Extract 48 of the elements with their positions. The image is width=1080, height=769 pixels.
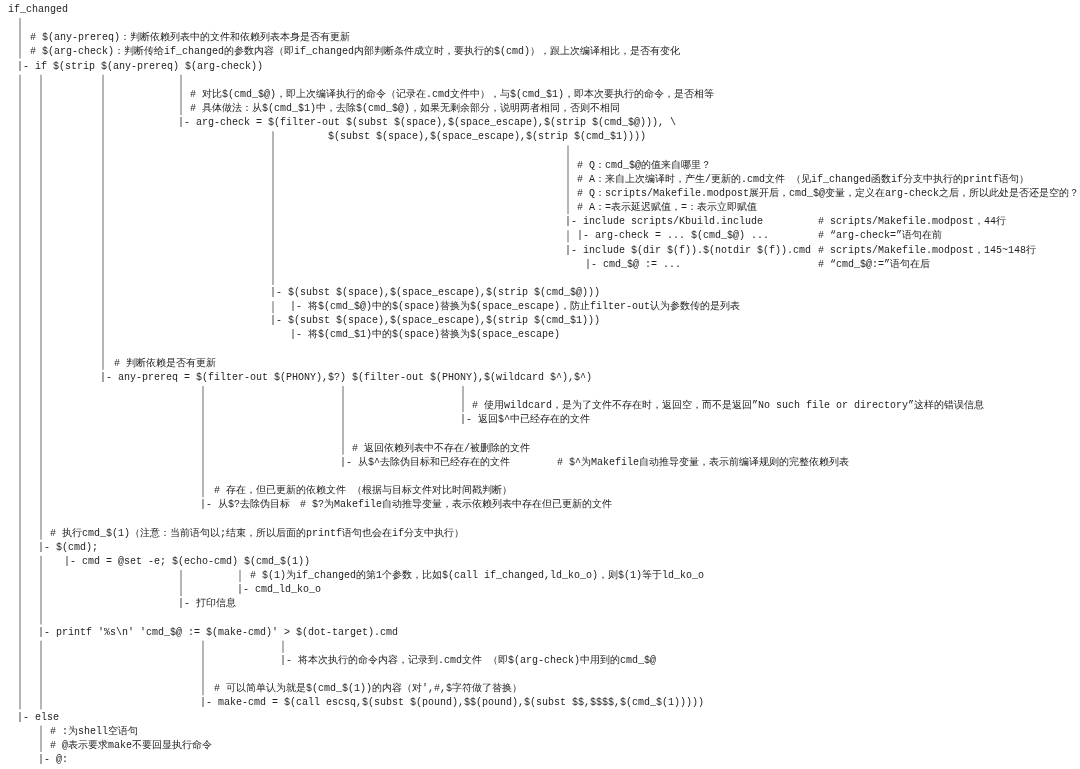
code-comment: # @表示要求make不要回显执行命令 (50, 739, 212, 752)
code-comment: # 具体做法：从$(cmd_$1)中，去除$(cmd_$@)，如果无剩余部分，说明两者相同，否则不相同 (190, 103, 621, 116)
code-comment: # 返回依赖列表中不存在/被删除的文件 (352, 442, 530, 455)
code-line: |- 从$?去除伪目标 (200, 499, 290, 512)
code-comment: # 可以简单认为就是$(cmd_$(1))的内容（对',#,$字符做了替换） (214, 683, 523, 696)
code-comment: # $(1)为if_changed的第1个参数，比如$(call if_changed,ld_ko_o)，则$(1)等于ld_ko_o (250, 570, 705, 582)
code-comment: # scripts/Makefile.modpost，145~148行 (818, 244, 1037, 257)
code-line: |- 将本次执行的命令内容，记录到.cmd文件 （即$(arg-check)中用到的cmd_$@ (280, 654, 657, 667)
code-line: |- cmd = @set -e; $(echo-cmd) $(cmd_$(1)) (64, 555, 311, 568)
code-comment: # Q：scripts/Makefile.modpost展开后，cmd_$@变量，定义在arg-check之后，所以此处是否还是空的？ (577, 187, 1080, 200)
code-comment: # A：来自上次编译时，产生/更新的.cmd文件 （见if_changed函数if分支中执行的printf语句） (577, 173, 1030, 186)
code-comment: # 执行cmd_$(1)（注意：当前语句以;结束，所以后面的printf语句也会在if分支中执行） (50, 527, 465, 540)
code-comment: # 使用wildcard，是为了文件不存在时，返回空，而不是返回”No such file or directory”这样的错误信息 (472, 400, 985, 413)
code-line: |- 打印信息 (178, 598, 236, 611)
code-line: |- $(subst $(space),$(space_escape),$(strip $(cmd_$1))) (270, 315, 601, 328)
code-line: |- make-cmd = $(call escsq,$(subst $(pound),$$(pound),$(subst $$,$$$$,$(cmd_$(1))))) (200, 697, 705, 710)
code-line: |- 从$^去除伪目标和已经存在的文件 (340, 456, 510, 469)
code-comment: # :为shell空语句 (50, 725, 138, 738)
code-comment: # “cmd_$@:=”语句在后 (818, 258, 930, 271)
code-comment: # $^为Makefile自动推导变量，表示前编译规则的完整依赖列表 (557, 456, 849, 469)
code-comment: # “arg-check=”语句在前 (818, 230, 942, 243)
code-comment: # 对比$(cmd_$@)，即上次编译执行的命令（记录在.cmd文件中），与$(cmd_$1)，即本次要执行的命令，是否相等 (190, 88, 715, 101)
code-line: |- arg-check = ... $(cmd_$@) ... (577, 230, 770, 243)
code-comment: # 存在，但已更新的依赖文件 （根据与目标文件对比时间戳判断） (214, 485, 512, 498)
code-comment: # Q：cmd_$@的值来自哪里？ (577, 159, 711, 172)
code-line: |- 将$(cmd_$@)中的$(space)替换为$(space_escape)，防止filter-out认为参数传的是列表 (290, 301, 741, 314)
code-line: |- cmd_$@ := ... (585, 258, 681, 271)
code-comment: # $?为Makefile自动推导变量，表示依赖列表中存在但已更新的文件 (300, 499, 612, 512)
code-comment: # $(any-prereq)：判断依赖列表中的文件和依赖列表本身是否有更新 (30, 32, 350, 45)
code-line: |- else (17, 711, 59, 724)
code-line: |- printf '%s\n' 'cmd_$@ := $(make-cmd)' > $(dot-target).cmd (38, 626, 399, 639)
code-line: |- include $(dir $(f)).$(notdir $(f)).cmd (565, 244, 812, 257)
code-comment: # A：=表示延迟赋值，=：表示立即赋值 (577, 202, 757, 215)
code-line: |- cmd_ld_ko_o (237, 584, 321, 597)
code-line: $(subst $(space),$(space_escape),$(strip $(cmd_$1)))) (328, 131, 647, 144)
code-line: if_changed (8, 4, 68, 16)
code-line: |- 将$(cmd_$1)中的$(space)替换为$(space_escape) (290, 329, 561, 342)
code-line: |- include scripts/Kbuild.include (565, 216, 764, 229)
code-line: |- 返回$^中已经存在的文件 (460, 414, 590, 427)
code-line: |- @: (38, 753, 68, 766)
code-comment: # $(arg-check)：判断传给if_changed的参数内容（即if_changed内部判断条件成立时，要执行的$(cmd)），跟上次编译相比，是否有变化 (30, 46, 681, 59)
code-line: |- any-prereq = $(filter-out $(PHONY),$?) $(filter-out $(PHONY),$(wildcard $^),$^) (100, 371, 593, 384)
code-line: |- arg-check = $(filter-out $(subst $(space),$(space_escape),$(strip $(cmd_$@))), \ (178, 117, 677, 130)
code-comment: # 判断依赖是否有更新 (114, 357, 216, 370)
code-comment: # scripts/Makefile.modpost，44行 (818, 216, 1007, 229)
code-line: |- $(subst $(space),$(space_escape),$(strip $(cmd_$@))) (270, 287, 601, 299)
code-line: |- $(cmd); (38, 541, 98, 554)
code-line: |- if $(strip $(any-prereq) $(arg-check)) (17, 60, 264, 73)
